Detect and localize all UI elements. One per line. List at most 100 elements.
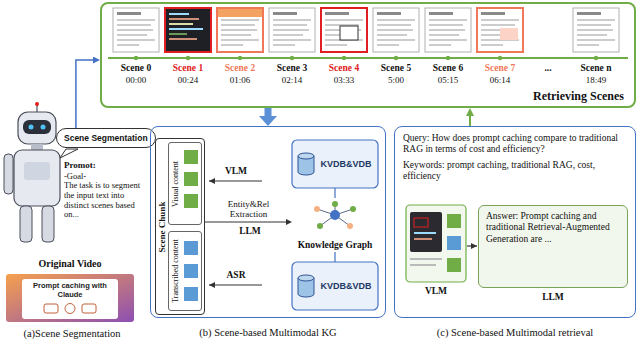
label-text: Scene 7 (485, 63, 515, 74)
knowledge-graph-icon (347, 223, 353, 229)
transcribed-content-box: Transcribed content (168, 231, 202, 311)
scene-thumbnails (169, 38, 197, 40)
chunk-content-blocks (184, 172, 198, 186)
chunk-content-blocks (184, 287, 198, 301)
scene-thumbnails (342, 56, 346, 60)
chunk-content-blocks (184, 150, 198, 301)
node-text: Knowledge Graph (292, 240, 378, 250)
model-arrows (209, 181, 262, 285)
node-text: The task is to segment the input text in… (64, 181, 146, 220)
node-text: (c) Scene-based Multimodal retrieval (395, 327, 635, 338)
database-box: KVDB&VDB (292, 140, 378, 188)
scene-thumbnails (269, 8, 315, 52)
node-text: Prompt caching with Claude (26, 282, 114, 299)
database-icons (292, 140, 378, 188)
robot-figure (41, 125, 46, 130)
scene-thumbnails (269, 8, 315, 52)
scene-thumbnails (169, 23, 193, 25)
visual-content-box: Visual content (168, 142, 202, 225)
video-thumbnail-art (65, 304, 75, 314)
scene-thumbnails (425, 8, 471, 52)
robot-figure (35, 102, 39, 106)
database-icons (298, 153, 314, 159)
retrieved-scene-art (406, 205, 477, 282)
node-text: Visual content (171, 161, 180, 207)
scene-thumbnails (321, 8, 367, 52)
scene-thumbnails (217, 8, 263, 17)
knowledge-graph-icon (332, 201, 338, 207)
video-thumbnail-art (22, 279, 118, 319)
node-text: Scene Segmentation (64, 133, 148, 143)
scene-thumbnails (321, 8, 367, 52)
label-text: Scene n (581, 63, 612, 74)
scene-thumbnails (134, 56, 138, 60)
connector-arrow (265, 108, 272, 116)
node-text: Transcribed content (171, 239, 180, 302)
label-text: Scene 6 (433, 63, 463, 74)
robot-figure (31, 144, 43, 150)
label-text: 00:24 (178, 75, 199, 85)
retrieved-scene-art (410, 264, 436, 266)
scenes-panel: Retrieving Scenes (100, 2, 636, 108)
label-text: (a)Scene Segmentation (23, 328, 120, 340)
label-text: 18:49 (586, 75, 607, 85)
node-text: Retrieving Scenes (533, 89, 624, 104)
video-thumbnail-art (6, 274, 134, 322)
node-text: Original Video (6, 258, 134, 269)
label-text: Scene 2 (225, 63, 255, 74)
scene-thumbnails (573, 8, 619, 52)
robot-figure (29, 125, 34, 130)
knowledge-graph-icon (314, 201, 356, 229)
scene-thumbnails (165, 8, 211, 52)
node-text: KVDB&VDB (320, 159, 371, 169)
scene-thumbnails (108, 8, 628, 60)
node-text: Query: How does prompt caching compare t… (403, 133, 627, 156)
database-box: KVDB&VDB (292, 262, 378, 310)
label-text: 05:15 (438, 75, 459, 85)
scene-thumbnails (477, 8, 523, 52)
scene-thumbnails (500, 28, 518, 40)
retrieved-scene-art (467, 245, 477, 246)
knowledge-graph-icon (350, 206, 356, 212)
robot-figure (23, 120, 51, 134)
knowledge-graph-icon (317, 223, 323, 229)
scene-thumbnails (394, 56, 398, 60)
node-text: (b) Scene-based Multimodal KG (151, 327, 385, 338)
robot-figure (60, 149, 78, 158)
chunk-content-blocks (184, 241, 198, 255)
scene-thumbnails (573, 8, 619, 52)
scene-thumbnails (217, 8, 263, 52)
label-text: Scene 4 (329, 63, 359, 74)
label-text: VLM (425, 286, 447, 297)
video-thumbnail-art (82, 304, 96, 313)
chunk-content-blocks (184, 264, 198, 278)
scene-thumbnails (498, 56, 502, 60)
scene-thumbnails (186, 56, 190, 60)
knowledge-graph-box: Knowledge Graph (292, 198, 378, 252)
scene-thumbnails (169, 28, 203, 30)
connector-arrow (469, 116, 471, 126)
scene-thumbnails (113, 8, 159, 52)
video-thumbnail-art (44, 304, 58, 313)
label-text: Scene 3 (277, 63, 307, 74)
retrieved-scene-art (414, 238, 432, 240)
robot-figure (42, 206, 54, 242)
robot-figure (18, 112, 56, 144)
retrieved-scene-art (406, 205, 466, 282)
model-arrows (209, 284, 262, 285)
retrieved-scene-art (447, 236, 461, 250)
scene-thumbnails (169, 18, 199, 20)
connector-arrow (334, 188, 335, 198)
connector-arrow (334, 252, 335, 262)
retrieved-scene-art (447, 258, 461, 272)
label-text: VLM (225, 166, 247, 177)
scene-thumbnails (340, 26, 358, 40)
scene-thumbnails (477, 8, 523, 52)
scene-thumbnails (238, 56, 242, 60)
retrieved-scene-art (410, 212, 442, 252)
retrieved-scene-art (410, 258, 442, 260)
scene-thumbnails (425, 8, 471, 52)
